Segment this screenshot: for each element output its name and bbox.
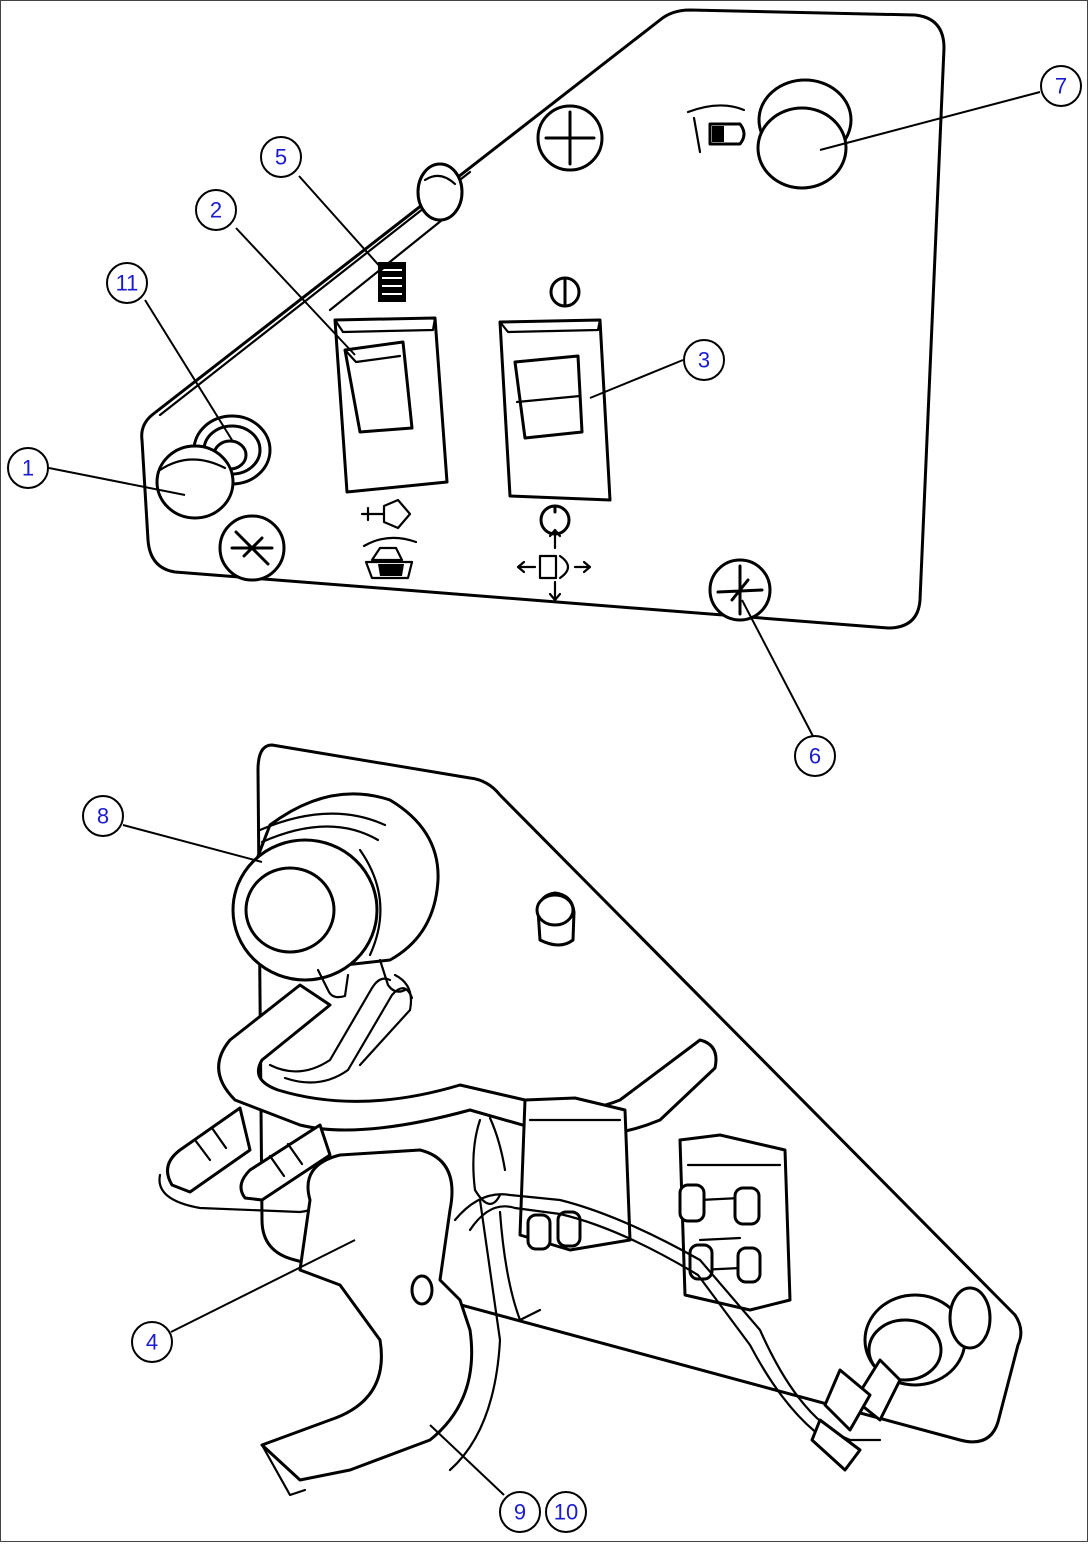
screw-icon — [536, 104, 604, 172]
lamp-socket-icon — [535, 891, 576, 947]
push-button-icon — [155, 414, 272, 520]
callout-8: 8 — [82, 795, 124, 837]
callout-3: 3 — [683, 339, 725, 381]
callout-2-label: 2 — [210, 198, 222, 223]
callout-7-label: 7 — [1055, 74, 1067, 99]
wiper-icon — [686, 104, 746, 154]
callout-5-label: 5 — [275, 145, 287, 170]
callout-10: 10 — [545, 1491, 587, 1533]
leader-lines — [48, 91, 1041, 1496]
plug-connector-icon — [810, 1286, 992, 1472]
key-icon — [360, 498, 412, 530]
callout-6: 6 — [794, 735, 836, 777]
horn-icon — [231, 792, 440, 999]
terminal-icon — [526, 1183, 762, 1284]
callout-2: 2 — [195, 189, 237, 231]
wire-icon — [453, 1116, 882, 1454]
callout-3-label: 3 — [698, 348, 710, 373]
callout-10-label: 10 — [554, 1500, 578, 1525]
screw-icon — [218, 514, 286, 582]
horn-button-icon — [756, 78, 853, 190]
callout-4-label: 4 — [146, 1330, 158, 1355]
screw-icon — [708, 558, 772, 622]
connector-icon — [158, 1106, 332, 1214]
callout-11: 11 — [106, 262, 148, 304]
callout-9-label: 9 — [514, 1500, 526, 1525]
callout-1: 1 — [7, 447, 49, 489]
callout-5: 5 — [260, 136, 302, 178]
callout-11-label: 11 — [116, 271, 139, 296]
callout-7: 7 — [1040, 65, 1082, 107]
rocker-switch-icon — [333, 316, 449, 494]
rotating-beacon-icon — [362, 536, 418, 580]
callout-8-label: 8 — [97, 804, 109, 829]
power-on-icon — [549, 276, 581, 308]
callout-1-label: 1 — [22, 456, 34, 481]
front-panel — [140, 8, 946, 630]
work-light-icon — [516, 528, 592, 602]
callout-4: 4 — [131, 1321, 173, 1363]
mounting-stud-icon — [416, 162, 464, 222]
toggle-switch-icon — [498, 318, 612, 502]
cable-sheath-icon — [260, 1148, 502, 1497]
callout-6-label: 6 — [809, 744, 821, 769]
callout-9: 9 — [499, 1491, 541, 1533]
